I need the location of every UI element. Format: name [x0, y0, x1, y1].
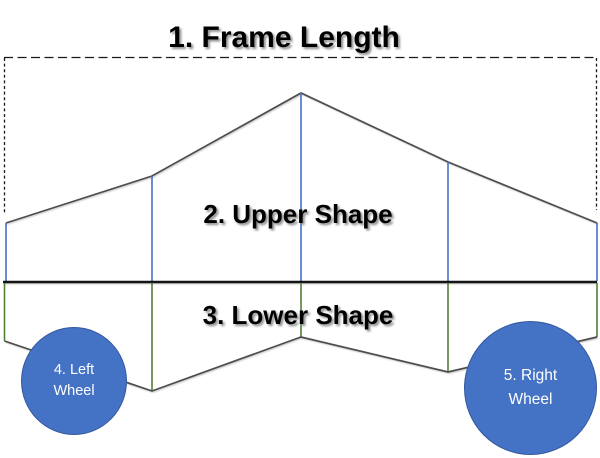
- right-wheel-label-line2: Wheel: [508, 391, 553, 408]
- frame-length-dashed-border: [3, 56, 598, 213]
- left-wheel-label-line1: 4. Left: [53, 362, 95, 378]
- lower-shape-label: 3. Lower Shape: [202, 300, 394, 330]
- upper-shape-label: 2. Upper Shape: [203, 199, 393, 229]
- frame-length-label: 1. Frame Length: [168, 21, 400, 54]
- left-wheel-circle: 4. Left Wheel: [21, 327, 127, 435]
- upper-shape-guides: [5, 93, 598, 281]
- left-wheel-label-line2: Wheel: [53, 383, 95, 399]
- lower-shape-guides: [3, 283, 598, 391]
- right-wheel-circle: 5. Right Wheel: [464, 321, 597, 455]
- right-wheel-label-line1: 5. Right: [503, 367, 558, 384]
